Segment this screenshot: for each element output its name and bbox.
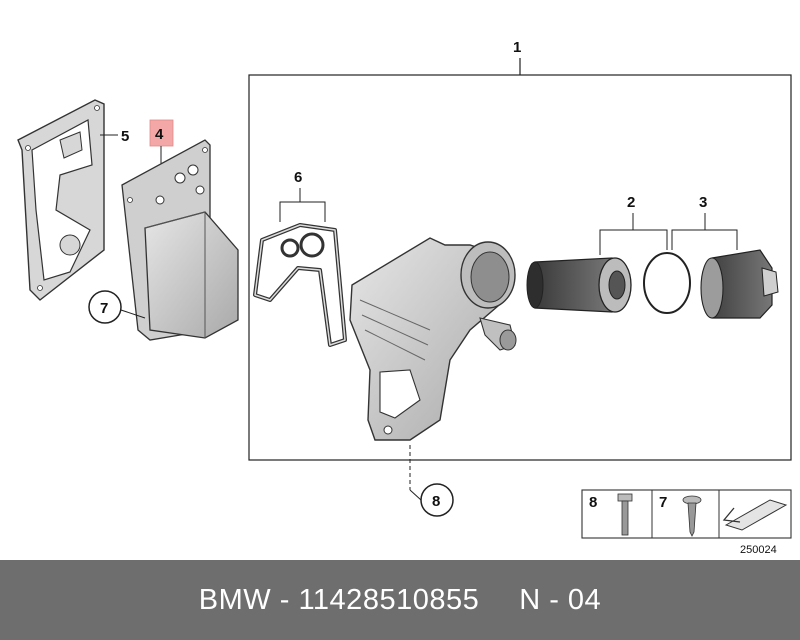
- part-number: 11428510855: [298, 583, 480, 616]
- callout-5: 5: [121, 128, 129, 145]
- oil-cooler-part-4: [121, 139, 239, 341]
- leader-3-bracket: [671, 229, 738, 250]
- housing-gasket-part-6: [253, 223, 347, 347]
- tapping-screw-icon: [682, 495, 702, 537]
- gasket-part-5: [17, 99, 105, 301]
- callout-4: 4: [155, 126, 164, 143]
- leader-2-bracket: [599, 229, 668, 255]
- diagram-reference-code: 250024: [740, 544, 777, 556]
- leader-6-bracket: [279, 201, 326, 222]
- callout-7: 7: [100, 300, 108, 317]
- hex-bolt-icon: [617, 493, 633, 536]
- leader-8-end: [409, 489, 422, 501]
- footer-separator: -: [279, 583, 290, 616]
- exploded-parts-diagram: 1 5 4 7 6: [17, 39, 792, 556]
- part-footer-bar: BMW - 11428510855 N - 04: [0, 560, 800, 640]
- callout-1: 1: [513, 39, 521, 56]
- callout-8: 8: [432, 493, 440, 510]
- callout-7-bubble: [88, 290, 122, 324]
- direction-arrow-icon: [722, 499, 788, 531]
- oil-filter-element-part-2: [526, 257, 632, 313]
- callout-2: 2: [627, 194, 635, 211]
- callout-3: 3: [699, 194, 707, 211]
- o-ring-part-2: [643, 252, 691, 314]
- callout-6: 6: [294, 169, 302, 186]
- filter-cap-part-3: [700, 249, 779, 319]
- brand-name: BMW: [198, 583, 272, 616]
- fastener-legend: 8 7: [581, 489, 792, 539]
- leader-7: [120, 309, 146, 319]
- oil-filter-housing: [349, 237, 517, 441]
- callout-8-bubble: [420, 483, 454, 517]
- legend-item-7-label: 7: [659, 494, 667, 511]
- diagram-position: N - 04: [519, 583, 602, 616]
- legend-item-8-label: 8: [589, 494, 597, 511]
